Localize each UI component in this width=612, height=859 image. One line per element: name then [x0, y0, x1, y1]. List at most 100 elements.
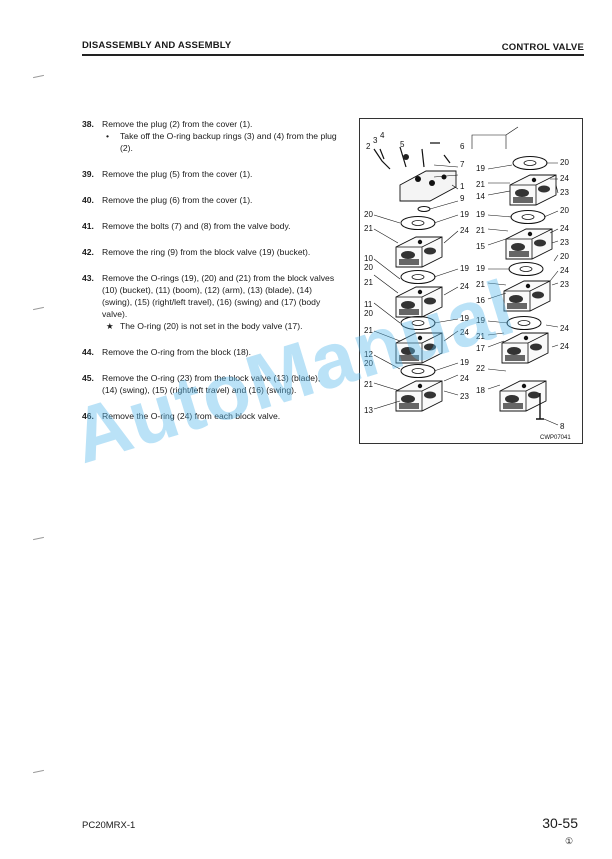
step-number: 40.	[82, 195, 94, 205]
svg-text:15: 15	[476, 242, 485, 251]
step-item: 39. Remove the plug (5) from the cover (…	[82, 168, 337, 180]
step-number: 44.	[82, 347, 94, 357]
svg-text:21: 21	[476, 226, 485, 235]
page-header: DISASSEMBLY AND ASSEMBLY CONTROL VALVE	[82, 38, 584, 56]
step-number: 38.	[82, 119, 94, 129]
step-text: Remove the plug (6) from the cover (1).	[102, 195, 253, 205]
svg-text:21: 21	[364, 224, 373, 233]
note-star: ★	[106, 321, 114, 331]
svg-text:19: 19	[476, 164, 485, 173]
svg-text:19: 19	[476, 210, 485, 219]
step-number: 42.	[82, 247, 94, 257]
exploded-view-figure: 2 3 4 5 6 7 1 9 20 21 19 24 10 20 19 21 …	[359, 118, 583, 444]
note-bullet: •	[106, 131, 110, 141]
figure-code: CWP07041	[540, 435, 571, 441]
svg-text:20: 20	[364, 210, 373, 219]
svg-text:20: 20	[364, 263, 373, 272]
svg-text:23: 23	[560, 280, 569, 289]
step-text: Remove the ring (9) from the block valve…	[102, 247, 311, 257]
svg-text:16: 16	[476, 296, 485, 305]
step-text: Remove the O-ring (23) from the block va…	[102, 373, 321, 395]
svg-text:24: 24	[460, 282, 469, 291]
step-item: 40. Remove the plug (6) from the cover (…	[82, 194, 337, 206]
svg-text:20: 20	[560, 158, 569, 167]
margin-mark	[33, 769, 44, 774]
svg-text:19: 19	[476, 264, 485, 273]
svg-text:19: 19	[460, 358, 469, 367]
svg-text:10: 10	[364, 254, 373, 263]
svg-text:6: 6	[460, 142, 465, 151]
svg-text:24: 24	[560, 266, 569, 275]
margin-mark	[33, 306, 44, 311]
page-number: 30-55	[542, 815, 578, 831]
step-number: 43.	[82, 273, 94, 283]
step-text: Remove the O-rings (19), (20) and (21) f…	[102, 273, 335, 319]
svg-text:17: 17	[476, 344, 485, 353]
step-number: 39.	[82, 169, 94, 179]
svg-text:20: 20	[364, 309, 373, 318]
svg-text:3: 3	[373, 136, 378, 145]
section-title: DISASSEMBLY AND ASSEMBLY	[82, 40, 232, 51]
svg-text:24: 24	[560, 224, 569, 233]
svg-text:22: 22	[476, 364, 485, 373]
svg-text:19: 19	[460, 314, 469, 323]
step-number: 45.	[82, 373, 94, 383]
svg-text:4: 4	[380, 131, 385, 140]
svg-text:19: 19	[460, 210, 469, 219]
margin-mark	[33, 74, 44, 79]
svg-text:20: 20	[364, 359, 373, 368]
step-item: 43. Remove the O-rings (19), (20) and (2…	[82, 272, 337, 332]
svg-text:24: 24	[560, 174, 569, 183]
note-text: The O-ring (20) is not set in the body v…	[120, 321, 303, 331]
step-number: 46.	[82, 411, 94, 421]
svg-text:24: 24	[460, 374, 469, 383]
svg-text:20: 20	[560, 206, 569, 215]
svg-text:21: 21	[476, 180, 485, 189]
step-text: Remove the O-ring from the block (18).	[102, 347, 252, 357]
step-item: 44. Remove the O-ring from the block (18…	[82, 346, 337, 358]
exploded-view-drawing: 2 3 4 5 6 7 1 9 20 21 19 24 10 20 19 21 …	[364, 126, 571, 441]
svg-text:20: 20	[560, 252, 569, 261]
step-number: 41.	[82, 221, 94, 231]
svg-text:19: 19	[476, 316, 485, 325]
step-item: 46. Remove the O-ring (24) from each blo…	[82, 410, 337, 422]
svg-text:21: 21	[364, 326, 373, 335]
step-text: Remove the O-ring (24) from each block v…	[102, 411, 281, 421]
svg-text:7: 7	[460, 160, 465, 169]
revision-mark: ①	[565, 836, 574, 846]
svg-text:21: 21	[476, 332, 485, 341]
topic-title: CONTROL VALVE	[501, 42, 584, 53]
step-item: 38. Remove the plug (2) from the cover (…	[82, 118, 337, 154]
step-text: Remove the plug (5) from the cover (1).	[102, 169, 253, 179]
svg-text:23: 23	[560, 238, 569, 247]
step-item: 45. Remove the O-ring (23) from the bloc…	[82, 372, 337, 396]
svg-text:19: 19	[460, 264, 469, 273]
svg-text:5: 5	[400, 140, 405, 149]
svg-text:23: 23	[560, 188, 569, 197]
svg-text:1: 1	[460, 182, 465, 191]
svg-text:14: 14	[476, 192, 485, 201]
step-item: 42. Remove the ring (9) from the block v…	[82, 246, 337, 258]
cover-assembly	[373, 142, 457, 212]
note-text: Take off the O-ring backup rings (3) and…	[120, 131, 337, 153]
margin-mark	[33, 536, 44, 541]
svg-text:9: 9	[460, 194, 465, 203]
step-text: Remove the bolts (7) and (8) from the va…	[102, 221, 291, 231]
footer-model: PC20MRX-1	[82, 820, 136, 831]
svg-text:21: 21	[476, 280, 485, 289]
svg-text:24: 24	[560, 324, 569, 333]
step-note: • Take off the O-ring backup rings (3) a…	[102, 130, 337, 154]
svg-text:2: 2	[366, 142, 371, 151]
svg-text:24: 24	[460, 226, 469, 235]
svg-text:8: 8	[560, 422, 565, 431]
svg-text:21: 21	[364, 380, 373, 389]
svg-text:24: 24	[560, 342, 569, 351]
svg-text:23: 23	[460, 392, 469, 401]
procedure-steps: 38. Remove the plug (2) from the cover (…	[82, 118, 337, 422]
svg-text:12: 12	[364, 350, 373, 359]
svg-text:24: 24	[460, 328, 469, 337]
svg-text:18: 18	[476, 386, 485, 395]
svg-text:21: 21	[364, 278, 373, 287]
step-item: 41. Remove the bolts (7) and (8) from th…	[82, 220, 337, 232]
svg-text:11: 11	[364, 300, 373, 309]
